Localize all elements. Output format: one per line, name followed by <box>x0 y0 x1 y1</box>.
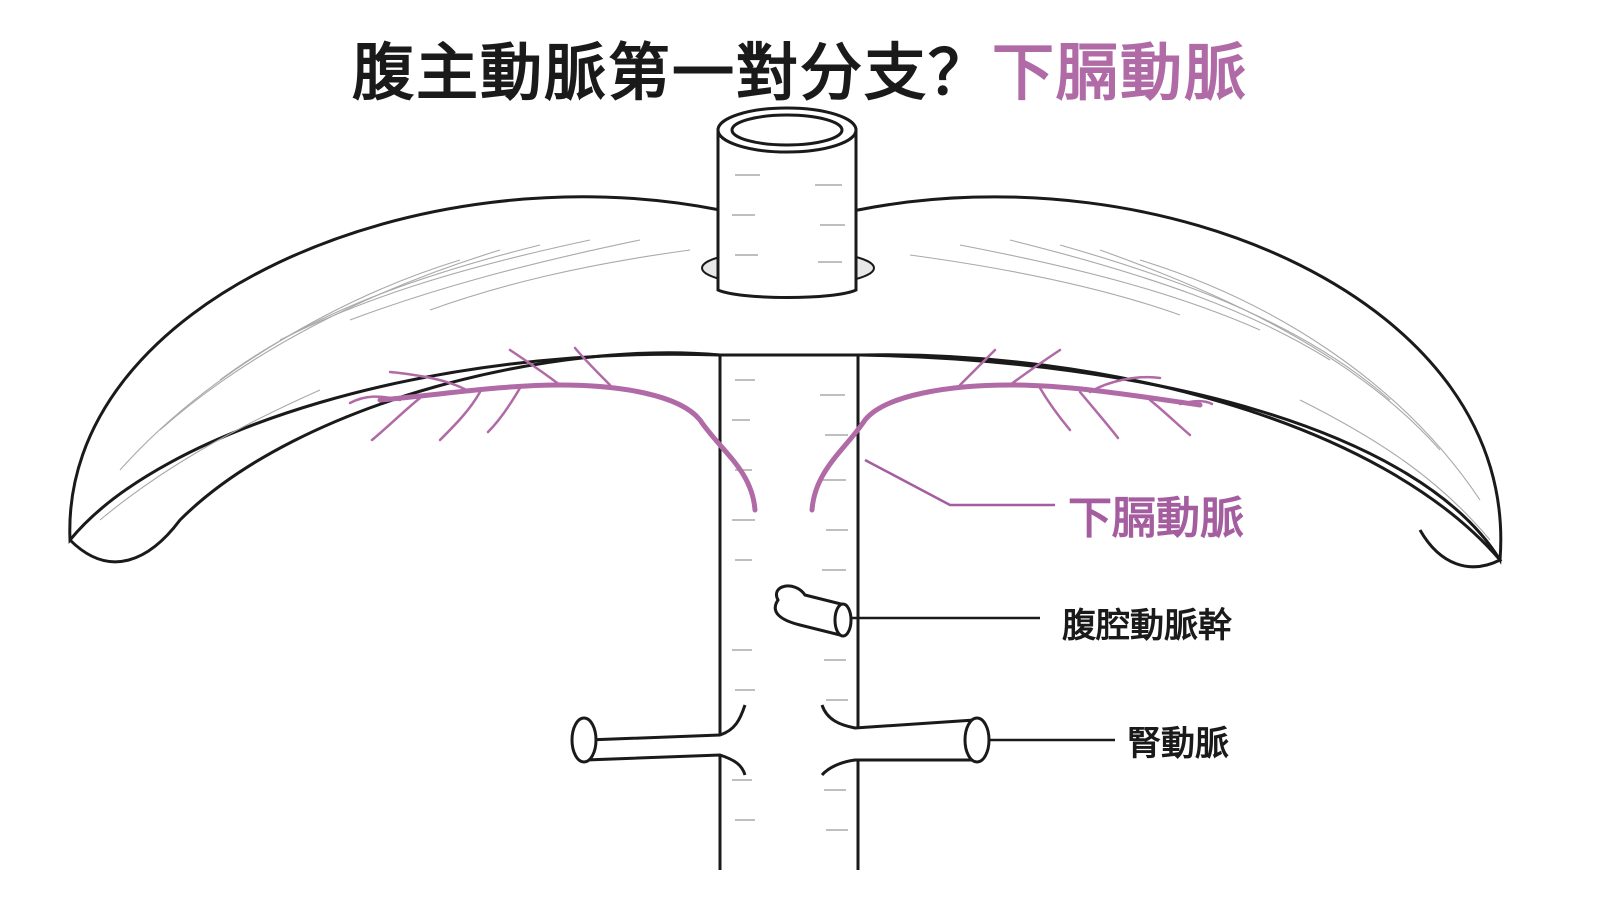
label-celiac-trunk: 腹腔動脈幹 <box>1062 606 1232 646</box>
diaphragm-rim <box>68 351 1503 569</box>
leader-phrenic <box>864 458 1055 507</box>
abdominal-aorta <box>718 340 860 870</box>
title-answer: 下膈動脈 <box>992 36 1249 109</box>
inferior-phrenic-arteries <box>348 346 1214 513</box>
label-inferior-phrenic-artery: 下膈動脈 <box>1068 493 1244 544</box>
diaphragm <box>68 195 1503 569</box>
aorta-texture <box>732 379 848 831</box>
leader-lines <box>852 458 1115 742</box>
renal-arteries <box>570 704 991 777</box>
left-phrenic-trunk <box>377 382 758 513</box>
thoracic-aorta <box>716 106 858 299</box>
label-renal-artery: 腎動脈 <box>1127 724 1229 764</box>
right-phrenic-trunk <box>809 382 1203 513</box>
diaphragm-texture <box>99 239 1491 541</box>
title-question: 腹主動脈第一對分支？ <box>351 36 992 109</box>
phrenic-branches <box>348 346 1214 442</box>
page-title: 腹主動脈第一對分支？下膈動脈 <box>0 22 1600 112</box>
celiac-trunk <box>773 584 853 638</box>
